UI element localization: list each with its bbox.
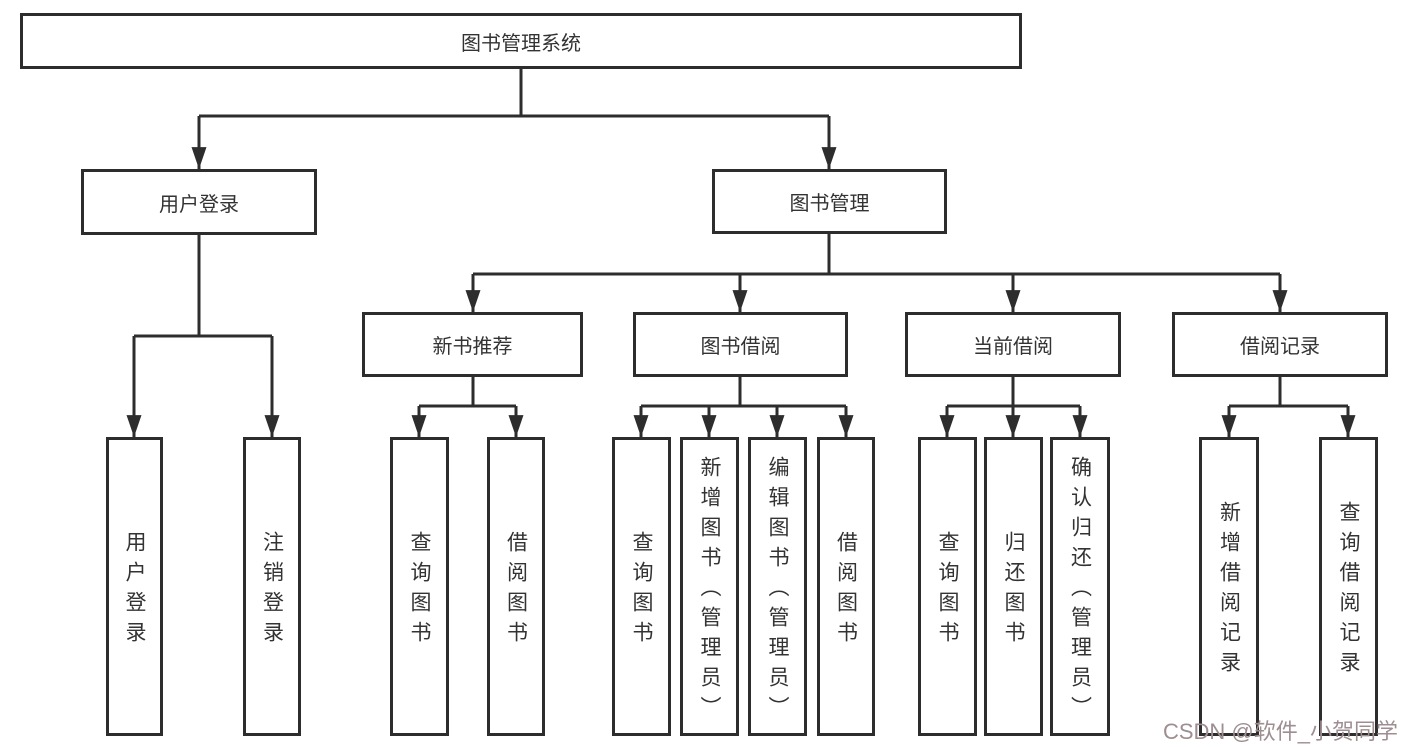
node-label: 归还图书	[1002, 531, 1025, 651]
node-label: 查询图书	[936, 531, 959, 651]
watermark: CSDN @软件_小贺同学	[1162, 719, 1398, 744]
node-label: 当前借阅	[973, 336, 1053, 358]
node-label: 借阅图书	[834, 531, 858, 651]
node-label: 借阅图书	[504, 531, 528, 651]
leaf-current-query-book: 查询图书	[918, 437, 977, 736]
leaf-add-book-admin: 新增图书（管理员）	[680, 437, 739, 736]
node-label: 用户登录	[159, 193, 239, 216]
node-label: 注销登录	[260, 531, 284, 651]
node-label: 查询图书	[408, 531, 431, 651]
node-book-management: 图书管理	[712, 169, 947, 234]
node-book-borrow: 图书借阅	[633, 312, 848, 377]
node-label: 编辑图书（管理员）	[766, 456, 789, 726]
node-label: 查询图书	[630, 531, 653, 651]
leaf-add-borrow-record: 新增借阅记录	[1199, 437, 1259, 736]
leaf-return-book: 归还图书	[984, 437, 1043, 736]
node-label: 用户登录	[123, 531, 146, 651]
node-label: 确认归还（管理员）	[1068, 456, 1092, 726]
leaf-recommend-query-book: 查询图书	[390, 437, 449, 736]
leaf-confirm-return-admin: 确认归还（管理员）	[1050, 437, 1110, 736]
leaf-query-borrow-record: 查询借阅记录	[1319, 437, 1378, 736]
connector-arrows	[126, 116, 1356, 437]
node-label: 新增图书（管理员）	[698, 456, 721, 726]
leaf-borrow-query-book: 查询图书	[612, 437, 671, 736]
node-current-borrow: 当前借阅	[905, 312, 1121, 377]
node-label: 借阅记录	[1240, 336, 1320, 358]
leaf-recommend-borrow-book: 借阅图书	[487, 437, 545, 736]
node-label: 图书借阅	[700, 336, 781, 358]
node-user-login: 用户登录	[81, 169, 317, 235]
node-label: 新书推荐	[432, 336, 513, 358]
node-root: 图书管理系统	[20, 13, 1022, 69]
connector-trunks	[134, 68, 1348, 408]
leaf-logout: 注销登录	[243, 437, 301, 736]
leaf-user-login: 用户登录	[106, 437, 163, 736]
node-label: 图书管理	[789, 193, 870, 215]
node-borrow-records: 借阅记录	[1172, 312, 1388, 377]
node-label: 查询借阅记录	[1337, 501, 1360, 681]
node-label: 新增借阅记录	[1217, 501, 1241, 681]
node-new-book-recommend: 新书推荐	[362, 312, 583, 377]
node-label: 图书管理系统	[461, 32, 581, 55]
leaf-borrow-book: 借阅图书	[817, 437, 875, 736]
leaf-edit-book-admin: 编辑图书（管理员）	[748, 437, 807, 736]
